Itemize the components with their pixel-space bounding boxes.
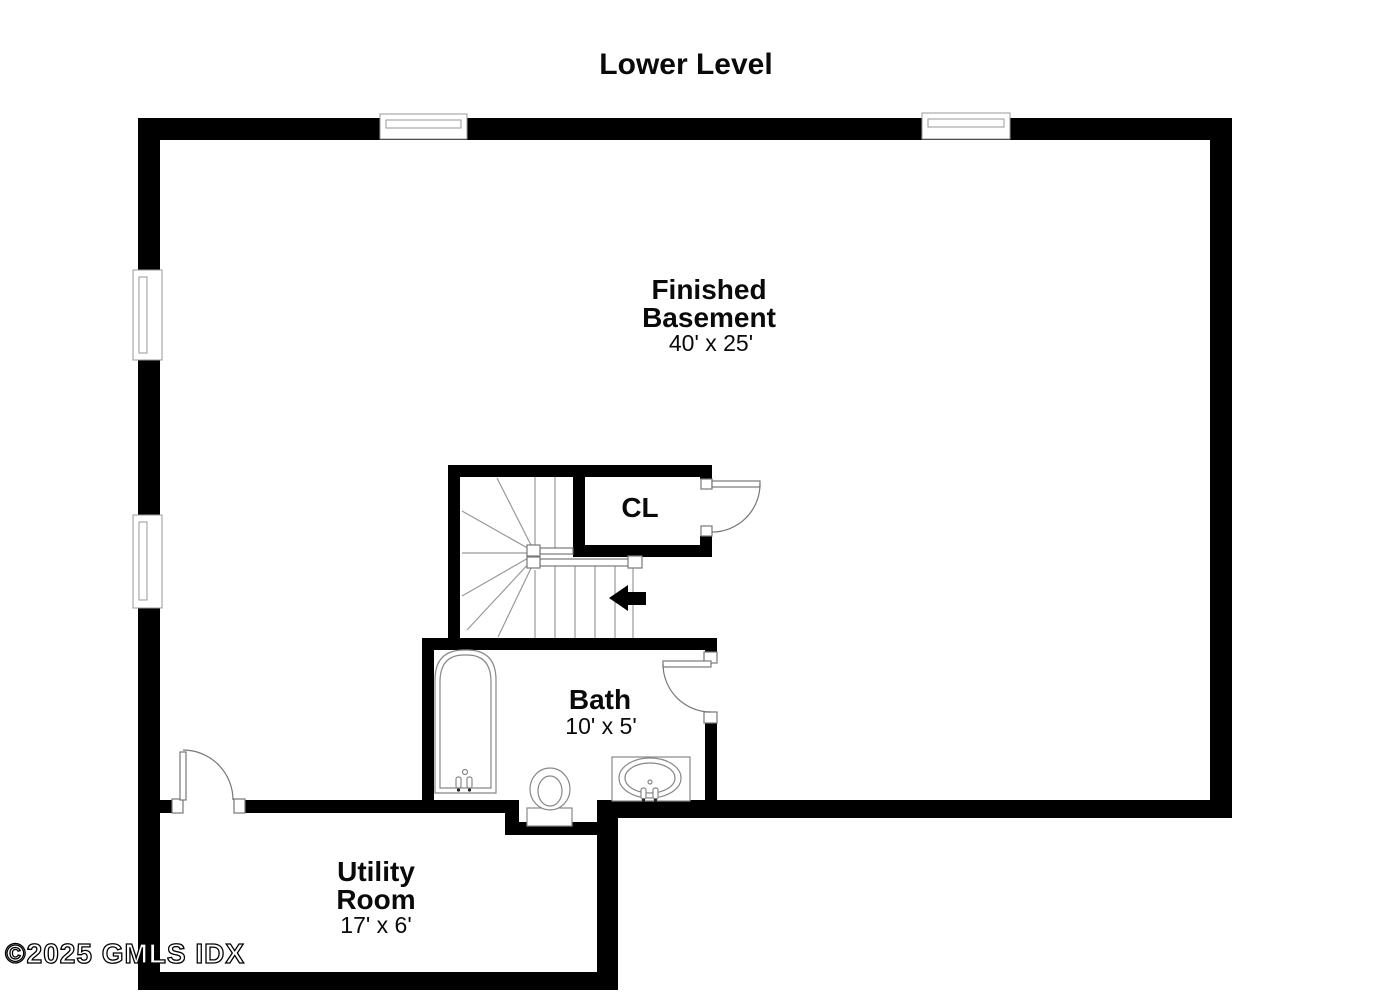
stair-rail-upper bbox=[539, 547, 574, 555]
wall-right bbox=[1210, 118, 1232, 818]
utility-door bbox=[171, 749, 246, 814]
wall-utility-right bbox=[597, 800, 618, 990]
room-dims-bath: 10' x 5' bbox=[565, 713, 636, 739]
room-dims-finished-basement: 40' x 25' bbox=[669, 330, 753, 356]
bathtub-fixture bbox=[434, 649, 497, 794]
wall-closet-right-top bbox=[700, 465, 712, 479]
door-swing-arc bbox=[711, 483, 761, 533]
plan-title: Lower Level bbox=[599, 48, 772, 81]
wall-bath-top bbox=[422, 638, 717, 650]
tub-handle bbox=[455, 776, 462, 789]
bath-door bbox=[662, 651, 718, 724]
interior-walls bbox=[422, 465, 717, 818]
tub-spout bbox=[461, 768, 469, 776]
wall-utility-top-a bbox=[138, 800, 172, 813]
window-left-upper bbox=[132, 269, 163, 361]
toilet-tank bbox=[526, 807, 573, 827]
door-swing-arc bbox=[662, 663, 712, 713]
wall-stair-left bbox=[448, 465, 460, 650]
wall-closet-bottom bbox=[573, 545, 712, 557]
stair-newel-post bbox=[526, 556, 541, 569]
window-top-left bbox=[379, 113, 468, 140]
stair-rail-lower bbox=[539, 558, 630, 567]
windows bbox=[132, 112, 1011, 609]
wall-utility-bottom bbox=[138, 972, 618, 990]
wall-closet-right-bottom bbox=[700, 536, 712, 557]
window-left-lower bbox=[132, 514, 163, 609]
room-label-bath: Bath bbox=[569, 684, 631, 715]
sink-fixture bbox=[611, 756, 691, 802]
sink-handle bbox=[640, 787, 647, 800]
room-label-utility-line2: Room bbox=[336, 884, 415, 915]
door-leaf bbox=[179, 751, 187, 801]
door-jamb bbox=[171, 798, 184, 814]
stair-rail-end-post bbox=[627, 555, 643, 569]
room-label-finished-basement-line2: Basement bbox=[642, 302, 776, 333]
door-jamb bbox=[700, 525, 713, 537]
wall-bath-right-top bbox=[705, 638, 717, 652]
door-leaf bbox=[662, 660, 712, 668]
stair-newel-post bbox=[526, 544, 541, 557]
tub-handle bbox=[466, 776, 473, 789]
toilet-fixture bbox=[526, 767, 573, 827]
bath-fixtures bbox=[434, 649, 691, 827]
door-leaf bbox=[711, 480, 761, 488]
labels: Lower Level Finished Basement 40' x 25' … bbox=[4, 48, 776, 970]
room-label-closet: CL bbox=[621, 492, 658, 523]
door-jamb bbox=[703, 711, 718, 724]
door-jamb bbox=[700, 478, 713, 490]
door-jamb bbox=[233, 798, 246, 814]
closet-door bbox=[700, 478, 761, 537]
stair-treads-upper bbox=[534, 477, 556, 548]
wall-closet-divider bbox=[573, 465, 585, 557]
doors bbox=[171, 478, 761, 814]
wall-utility-top-b bbox=[245, 800, 507, 813]
wall-bath-left bbox=[422, 638, 434, 813]
room-dims-utility: 17' x 6' bbox=[340, 912, 411, 938]
stair-rails bbox=[526, 544, 643, 569]
room-label-finished-basement-line1: Finished bbox=[651, 274, 766, 305]
wall-bath-right-bottom bbox=[705, 723, 717, 818]
wall-top bbox=[138, 118, 1232, 140]
stairs-direction-arrow-icon bbox=[609, 585, 646, 611]
sink-spout bbox=[647, 779, 653, 785]
stair-winder-fan bbox=[461, 477, 535, 638]
watermark: ©2025 GMLS IDX bbox=[5, 938, 245, 969]
window-top-right bbox=[921, 112, 1011, 140]
door-swing-arc bbox=[182, 749, 234, 801]
wall-bottom-main bbox=[597, 800, 1232, 818]
sink-handle bbox=[652, 787, 659, 800]
room-label-utility-line1: Utility bbox=[337, 856, 415, 887]
